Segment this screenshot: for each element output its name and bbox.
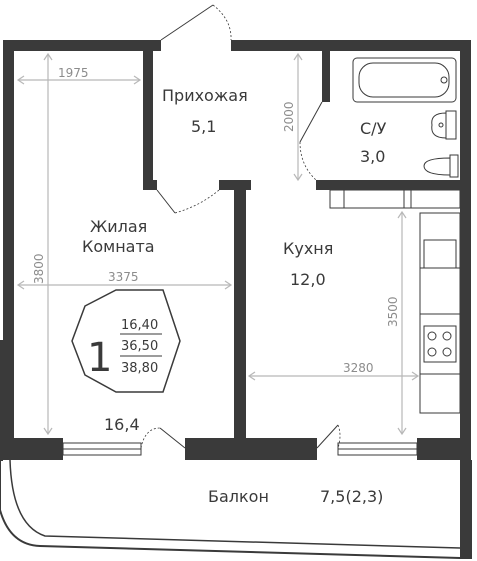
dim-living-width: 3375 <box>108 270 139 284</box>
wall-hall-bath-upper <box>322 40 330 102</box>
badge-rooms-count: 1 <box>87 335 112 381</box>
wall-left <box>3 40 14 460</box>
wall-hallway-left <box>143 40 153 188</box>
wall-right <box>460 40 471 460</box>
wall-bathroom-bottom <box>324 180 470 190</box>
dim-kitchen-width: 3280 <box>343 361 374 375</box>
wall-bottom-left <box>3 438 63 460</box>
kitchen-area: 12,0 <box>290 270 326 289</box>
wall-bottom-middle <box>185 438 317 460</box>
dim-kitchen-height: 3500 <box>386 296 400 327</box>
wall-bottom-right <box>417 438 471 460</box>
kitchen-name: Кухня <box>283 239 333 258</box>
bathroom-shaft <box>329 189 461 209</box>
balcony-right-wall <box>460 460 471 558</box>
door-balcony-kitchen <box>316 424 339 449</box>
wall-top-right <box>231 40 460 51</box>
living-name-line1: Жилая <box>90 217 147 236</box>
walls <box>3 40 471 460</box>
wall-hallway-stub-left <box>143 180 157 190</box>
sink <box>445 110 457 140</box>
bathroom-area: 3,0 <box>360 147 385 166</box>
toilet <box>449 154 459 178</box>
hallway-area: 5,1 <box>191 117 216 136</box>
dim-living-height: 3800 <box>32 253 46 284</box>
wall-hall-bath-stub <box>316 180 330 190</box>
badge-total-area: 36,50 <box>121 339 158 354</box>
badge-living-area: 16,40 <box>121 318 158 333</box>
kitchen-sink <box>423 239 457 269</box>
dimension-lines <box>16 52 420 436</box>
dim-living-width-top: 1975 <box>58 66 89 80</box>
living-area: 16,4 <box>104 415 140 434</box>
apartment-badge: 1 16,40 36,50 38,80 <box>71 289 181 393</box>
door-bathroom <box>299 101 323 143</box>
door-balcony-living <box>159 427 186 449</box>
bathroom-fixtures <box>352 57 459 178</box>
wall-living-kitchen <box>234 180 246 460</box>
living-name-line2: Комната <box>82 237 155 256</box>
stove <box>423 325 457 363</box>
doors <box>140 4 341 449</box>
hallway-name: Прихожая <box>162 86 248 105</box>
door-living <box>156 189 176 214</box>
kitchen-fixtures <box>419 212 461 414</box>
badge-total-with-balcony: 38,80 <box>121 361 158 376</box>
balcony <box>0 340 472 559</box>
entrance-door <box>160 4 214 41</box>
bathroom-name: С/У <box>360 119 387 138</box>
dim-hallway-height: 2000 <box>282 101 296 132</box>
badge-hexagon <box>71 289 181 393</box>
balcony-name: Балкон <box>208 487 269 506</box>
balcony-area: 7,5(2,3) <box>320 487 383 506</box>
wall-top-left <box>3 40 161 51</box>
